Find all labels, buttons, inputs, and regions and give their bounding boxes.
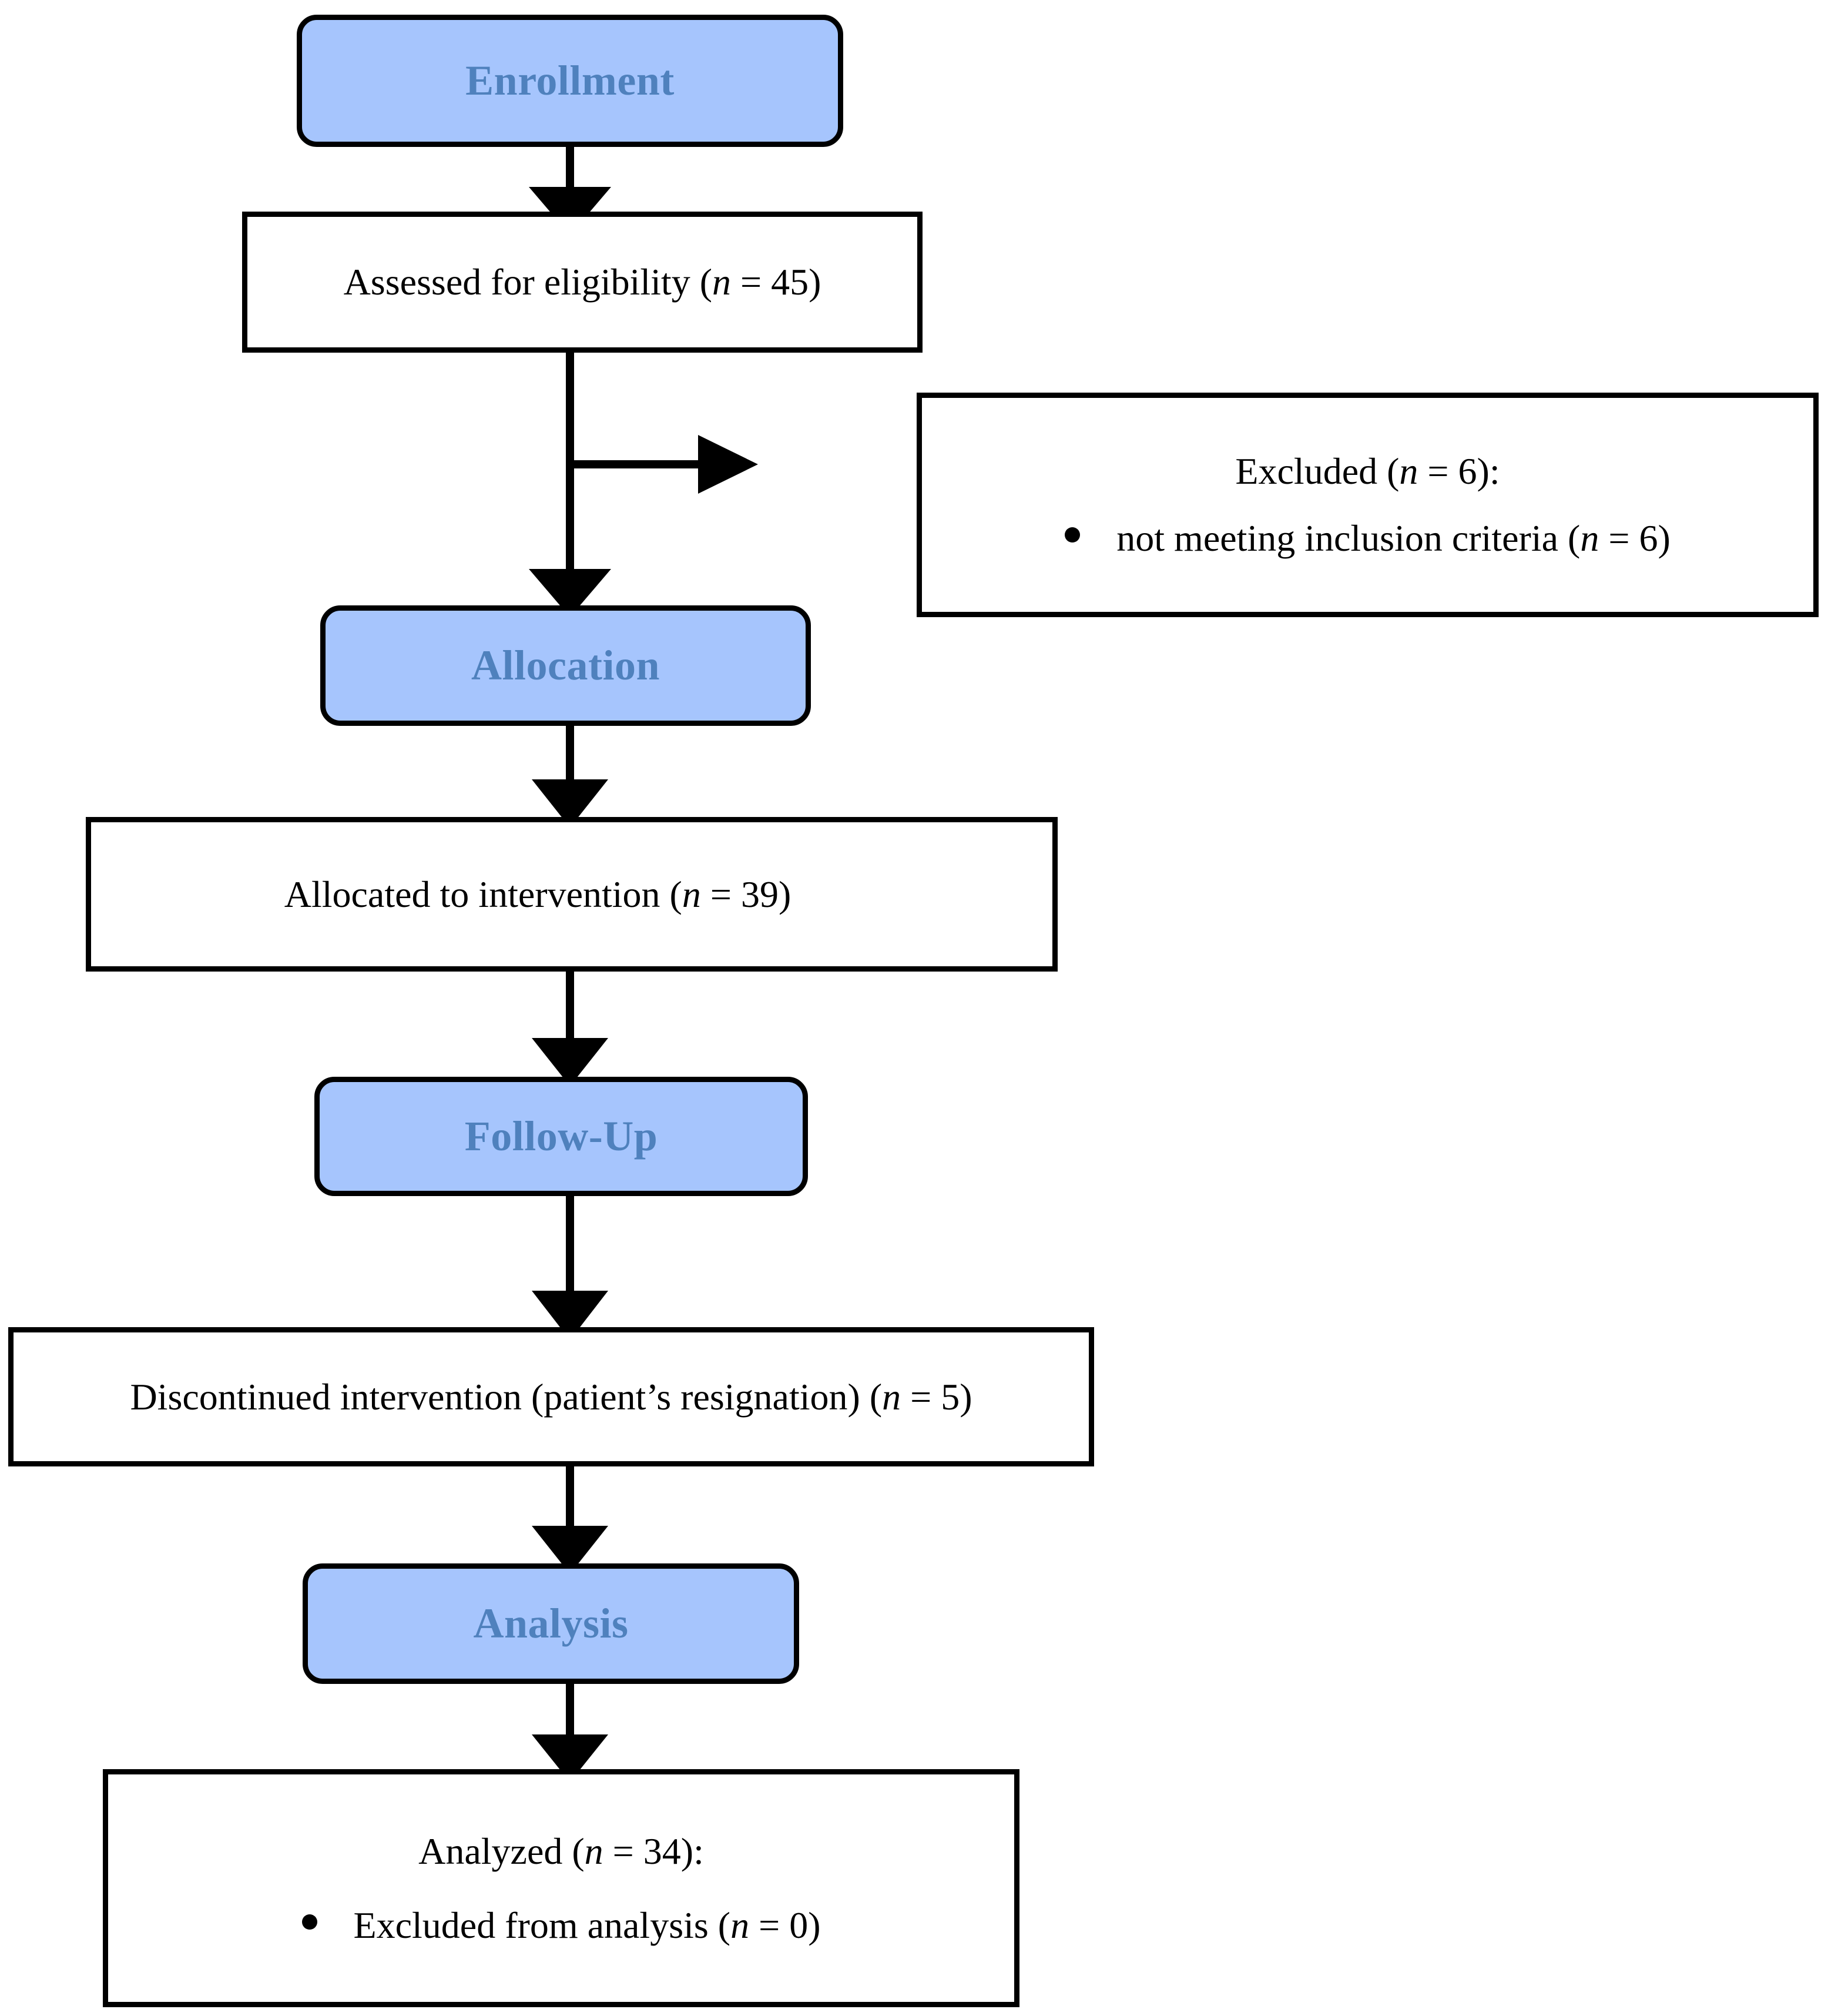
arrow-followup-to-discontinued	[532, 1196, 608, 1340]
discontinued-suffix: = 5)	[901, 1375, 972, 1418]
stage-box-follow-up[interactable]: Follow-Up	[314, 1077, 808, 1196]
discontinued-prefix: Discontinued intervention (patient’s res…	[130, 1375, 883, 1418]
arrow-allocation-to-allocated	[532, 726, 608, 828]
box-excluded[interactable]: Excluded (n = 6): not meeting inclusion …	[917, 393, 1819, 617]
stage-label-follow-up: Follow-Up	[464, 1112, 658, 1160]
assessed-suffix: = 45)	[731, 261, 821, 303]
stage-box-analysis[interactable]: Analysis	[303, 1563, 799, 1684]
analyzed-heading-suffix: = 34):	[603, 1830, 704, 1872]
box-discontinued-intervention[interactable]: Discontinued intervention (patient’s res…	[8, 1327, 1094, 1466]
bullet-icon	[1065, 527, 1081, 542]
assessed-for-eligibility-text: Assessed for eligibility (n = 45)	[344, 259, 821, 306]
arrow-assessed-to-allocation	[529, 353, 611, 617]
excluded-bullet-prefix: not meeting inclusion criteria (	[1116, 517, 1581, 559]
allocated-suffix: = 39)	[700, 873, 791, 915]
box-allocated-to-intervention[interactable]: Allocated to intervention (n = 39)	[86, 817, 1058, 972]
excluded-bullet-suffix: = 6)	[1599, 517, 1671, 559]
box-analyzed[interactable]: Analyzed (n = 34): Excluded from analysi…	[103, 1769, 1019, 2007]
excluded-bullet-text: not meeting inclusion criteria (n = 6)	[1116, 515, 1671, 562]
arrow-discontinued-to-analysis	[532, 1466, 608, 1574]
assessed-prefix: Assessed for eligibility (	[343, 261, 713, 303]
stage-box-enrollment[interactable]: Enrollment	[297, 15, 843, 147]
arrow-analysis-to-analyzed	[532, 1684, 608, 1782]
excluded-bullet-item: not meeting inclusion criteria (n = 6)	[1065, 515, 1671, 562]
box-assessed-for-eligibility[interactable]: Assessed for eligibility (n = 45)	[242, 212, 923, 353]
analyzed-bullet-text: Excluded from analysis (n = 0)	[354, 1902, 821, 1949]
allocated-prefix: Allocated to intervention (	[284, 873, 682, 915]
excluded-heading-suffix: = 6):	[1418, 450, 1500, 492]
arrow-allocated-to-followup	[532, 972, 608, 1086]
analyzed-heading-prefix: Analyzed (	[418, 1830, 585, 1872]
allocated-italic-n: n	[682, 873, 701, 915]
excluded-heading: Excluded (n = 6):	[1235, 448, 1500, 495]
allocated-to-intervention-text: Allocated to intervention (n = 39)	[284, 871, 791, 918]
arrow-assessed-to-excluded	[570, 435, 758, 494]
analyzed-heading-italic-n: n	[584, 1830, 603, 1872]
excluded-bullet-italic-n: n	[1580, 517, 1599, 559]
analyzed-bullet-suffix: = 0)	[749, 1904, 821, 1946]
discontinued-intervention-text: Discontinued intervention (patient’s res…	[130, 1374, 972, 1421]
stage-label-analysis: Analysis	[473, 1599, 629, 1647]
analyzed-bullet-item: Excluded from analysis (n = 0)	[301, 1902, 821, 1949]
stage-label-enrollment: Enrollment	[465, 56, 675, 104]
excluded-heading-italic-n: n	[1399, 450, 1418, 492]
analyzed-bullet-prefix: Excluded from analysis (	[353, 1904, 731, 1946]
assessed-italic-n: n	[712, 261, 732, 303]
discontinued-italic-n: n	[882, 1375, 901, 1418]
stage-label-allocation: Allocation	[471, 641, 660, 689]
stage-box-allocation[interactable]: Allocation	[320, 605, 811, 726]
bullet-icon	[301, 1914, 317, 1930]
analyzed-bullet-italic-n: n	[730, 1904, 750, 1946]
analyzed-heading: Analyzed (n = 34):	[418, 1828, 704, 1875]
excluded-heading-prefix: Excluded (	[1235, 450, 1400, 492]
